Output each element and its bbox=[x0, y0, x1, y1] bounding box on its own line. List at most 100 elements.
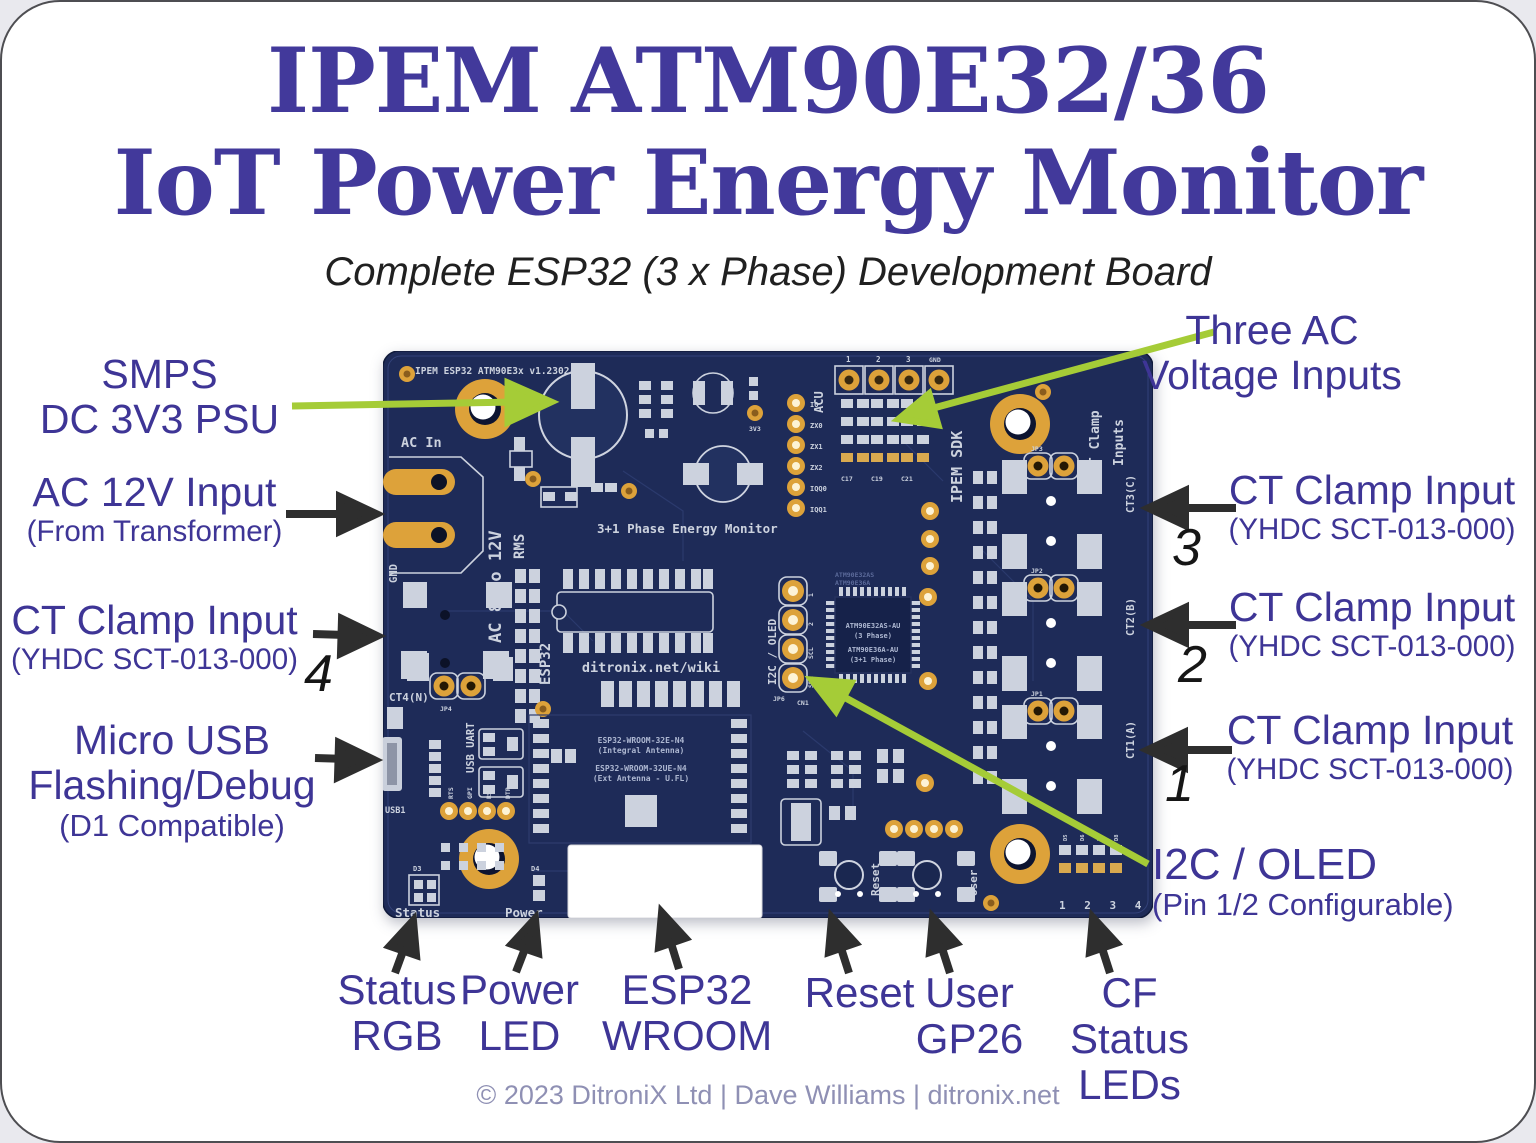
ct4-line1: CT Clamp Input bbox=[11, 597, 298, 643]
ct3-number: 3 bbox=[1172, 519, 1201, 577]
reset-line1: Reset bbox=[804, 969, 915, 1016]
usb-line2: Flashing/Debug bbox=[28, 762, 316, 808]
center-section: ditronix.net/wiki ESP32 bbox=[538, 569, 740, 707]
svg-text:IQQ0: IQQ0 bbox=[810, 485, 827, 493]
smps-line2: DC 3V3 PSU bbox=[39, 396, 280, 442]
callout-ac12v: AC 12V Input (From Transformer) bbox=[12, 470, 297, 549]
silk-inputs: Inputs bbox=[1112, 419, 1127, 466]
atm90e-qfp: ATM90E32AS ATM90E36A ATM90E32AS-AU (3 Ph… bbox=[826, 571, 920, 683]
silk-power: Power bbox=[505, 905, 543, 918]
svg-text:C21: C21 bbox=[901, 475, 913, 483]
power-line1: Power bbox=[459, 966, 580, 1013]
callout-ct4: CT Clamp Input (YHDC SCT-013-000) bbox=[7, 598, 302, 677]
callout-user: User GP26 bbox=[902, 970, 1037, 1062]
pcb-board-image: IPEM ESP32 ATM90E3x v1.2302-101 3V3 bbox=[383, 351, 1153, 918]
svg-text:IQQ1: IQQ1 bbox=[810, 506, 827, 514]
callout-esp32: ESP32 WROOM bbox=[602, 967, 772, 1059]
svg-text:GND: GND bbox=[929, 356, 941, 364]
svg-text:ACU: ACU bbox=[812, 391, 826, 413]
svg-text:D3: D3 bbox=[413, 865, 421, 873]
svg-text:SDA: SDA bbox=[807, 676, 815, 688]
silk-ipem-sdk: IPEM SDK bbox=[948, 431, 966, 503]
user-line2: GP26 bbox=[915, 1015, 1024, 1062]
svg-text:D7: D7 bbox=[1097, 834, 1103, 841]
svg-text:GPI: GPI bbox=[466, 787, 474, 799]
reset-arrowhead-icon bbox=[824, 908, 863, 958]
svg-text:(Integral Antenna): (Integral Antenna) bbox=[598, 746, 685, 755]
svg-text:JP3: JP3 bbox=[1031, 445, 1043, 453]
silk-phase-monitor: 3+1 Phase Energy Monitor bbox=[597, 521, 778, 536]
usb-line3: (D1 Compatible) bbox=[59, 808, 285, 843]
ct1-number: 1 bbox=[1165, 755, 1194, 813]
ac12v-line1: AC 12V Input bbox=[32, 469, 277, 515]
svg-text:RMS: RMS bbox=[512, 534, 528, 559]
page-title: IPEM ATM90E32/36 IoT Power Energy Monito… bbox=[2, 30, 1534, 234]
ct2-line2: (YHDC SCT-013-000) bbox=[1228, 630, 1516, 663]
callout-i2c: I2C / OLED (Pin 1/2 Configurable) bbox=[1152, 842, 1462, 923]
svg-text:2: 2 bbox=[807, 622, 815, 626]
cf-arrowhead-icon bbox=[1085, 908, 1124, 958]
ac12v-arrowhead-icon bbox=[336, 490, 386, 538]
callout-status: Status RGB bbox=[327, 967, 467, 1059]
ac12v-line2: (From Transformer) bbox=[26, 515, 283, 548]
status-line1: Status bbox=[337, 966, 457, 1013]
ct1-line2: (YHDC SCT-013-000) bbox=[1226, 753, 1514, 786]
svg-text:GND: GND bbox=[388, 564, 400, 583]
svg-text:(Ext Antenna - U.FL): (Ext Antenna - U.FL) bbox=[593, 774, 689, 783]
svg-text:JP6: JP6 bbox=[773, 695, 785, 703]
svg-text:CT3(C): CT3(C) bbox=[1125, 475, 1137, 513]
svg-text:ZX0: ZX0 bbox=[810, 422, 823, 430]
svg-text:USB UART: USB UART bbox=[465, 722, 477, 773]
svg-text:JP1: JP1 bbox=[1031, 690, 1043, 698]
copyright-footer: © 2023 DitroniX Ltd | Dave Williams | di… bbox=[476, 1080, 1060, 1110]
svg-text:1: 1 bbox=[807, 593, 815, 597]
svg-text:IO: IO bbox=[810, 401, 818, 409]
cf-line1: CF Status bbox=[1069, 969, 1190, 1062]
svg-text:ESP32-WROOM-32UE-N4: ESP32-WROOM-32UE-N4 bbox=[595, 764, 687, 773]
ac-input-terminal: AC In GND AC 8 to 12V RMS bbox=[383, 435, 528, 679]
callout-three-ac: Three AC Voltage Inputs bbox=[1137, 308, 1407, 398]
i2c-line2: (Pin 1/2 Configurable) bbox=[1152, 887, 1454, 922]
svg-text:D8: D8 bbox=[1114, 834, 1120, 841]
svg-text:AC In: AC In bbox=[401, 435, 442, 451]
svg-text:CT4(N): CT4(N) bbox=[389, 691, 429, 704]
esp32-module-footprint: ESP32-WROOM-32E-N4 (Integral Antenna) ES… bbox=[528, 714, 752, 844]
power-arrowhead-icon bbox=[504, 909, 543, 959]
svg-text:1: 1 bbox=[846, 355, 851, 364]
svg-text:RTS: RTS bbox=[447, 787, 455, 799]
svg-text:ATM90E36A: ATM90E36A bbox=[835, 579, 870, 587]
svg-text:D6: D6 bbox=[1080, 834, 1086, 841]
usb-arrowhead-icon bbox=[333, 736, 384, 784]
ct2-number: 2 bbox=[1178, 636, 1207, 694]
status-arrowhead-icon bbox=[382, 911, 421, 961]
esp32-line2: WROOM bbox=[602, 1012, 773, 1059]
ct4-line2: (YHDC SCT-013-000) bbox=[11, 643, 298, 676]
svg-text:JP4: JP4 bbox=[440, 705, 452, 713]
user-line1: User bbox=[925, 969, 1014, 1016]
usb-line1: Micro USB bbox=[74, 717, 270, 763]
svg-text:Reset: Reset bbox=[869, 863, 882, 896]
callout-ct2: CT Clamp Input (YHDC SCT-013-000) bbox=[1227, 585, 1517, 664]
svg-text:3: 3 bbox=[906, 355, 911, 364]
svg-text:RST: RST bbox=[485, 787, 493, 799]
svg-text:D4: D4 bbox=[531, 865, 539, 873]
ct4-arrow-shaft bbox=[312, 630, 347, 639]
pcb-antenna-cutout bbox=[567, 844, 763, 918]
svg-text:(3+1 Phase): (3+1 Phase) bbox=[850, 656, 896, 664]
svg-text:D5: D5 bbox=[1063, 834, 1069, 841]
svg-text:C17: C17 bbox=[841, 475, 853, 483]
three-ac-line2: Voltage Inputs bbox=[1142, 352, 1402, 398]
svg-text:ZX1: ZX1 bbox=[810, 443, 823, 451]
svg-text:CT1(A): CT1(A) bbox=[1125, 721, 1137, 759]
callout-ct3: CT Clamp Input (YHDC SCT-013-000) bbox=[1227, 468, 1517, 547]
svg-text:ATM90E32AS-AU: ATM90E32AS-AU bbox=[846, 622, 901, 630]
svg-text:ESP32-WROOM-32E-N4: ESP32-WROOM-32E-N4 bbox=[598, 736, 685, 745]
ct4-arrowhead-icon bbox=[336, 612, 387, 660]
svg-text:User: User bbox=[967, 869, 980, 896]
esp32-arrowhead-icon bbox=[654, 903, 693, 953]
power-line2: LED bbox=[478, 1012, 561, 1059]
esp32-line1: ESP32 bbox=[621, 966, 753, 1013]
callout-power: Power LED bbox=[452, 967, 587, 1059]
ct3-line2: (YHDC SCT-013-000) bbox=[1228, 513, 1516, 546]
